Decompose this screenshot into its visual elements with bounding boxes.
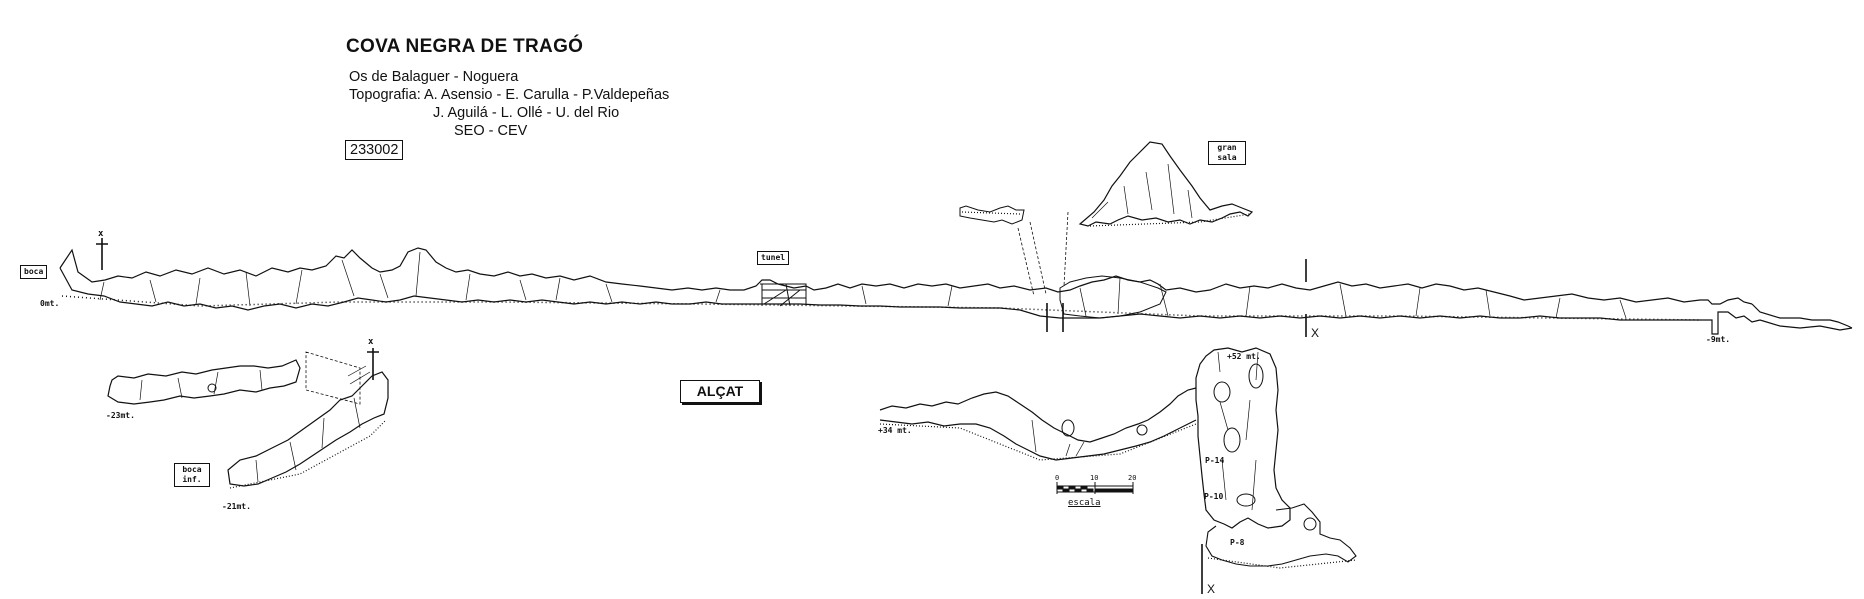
depth-label-minus21: -21mt. — [222, 502, 251, 511]
lower-entrance-label-line1: boca — [182, 465, 202, 474]
scale-tick-0: 0 — [1055, 474, 1060, 482]
catalog-code: 233002 — [345, 140, 404, 160]
upper-side-branch — [960, 206, 1024, 224]
main-passage-floor — [60, 268, 1760, 334]
lower-left-inclined-passage — [228, 372, 388, 486]
scale-bar — [1056, 482, 1134, 494]
shaft-label-p14: P-14 — [1205, 456, 1225, 465]
topography-credits-1: Topografia: A. Asensio - E. Carulla - P.… — [349, 87, 670, 103]
scale-tick-10: 10 — [1090, 474, 1099, 482]
lower-entrance-label-line2: inf. — [182, 475, 202, 484]
x-marker-main: X — [1311, 326, 1320, 340]
lower-entrance-label: boca inf. — [174, 463, 210, 487]
passage-tail — [1752, 304, 1852, 328]
shaft-label-p8: P-8 — [1230, 538, 1245, 547]
entrance-x-marker — [96, 238, 108, 270]
location-text: Os de Balaguer - Noguera — [349, 69, 519, 85]
shaft-label-p10: P-10 — [1204, 492, 1224, 501]
entrance-label: boca — [20, 265, 48, 279]
hump-section — [1060, 276, 1166, 318]
gran-sala-label-line2: sala — [1217, 153, 1237, 162]
main-passage-ceiling — [60, 248, 1752, 304]
topography-credits-2: J. Aguilá - L. Ollé - U. del Rio — [433, 105, 620, 121]
main-passage-sediment — [62, 296, 1700, 320]
upper-branch-connector — [1018, 212, 1068, 296]
vertical-shaft-system — [1196, 348, 1290, 528]
depth-label-minus9: -9mt. — [1706, 335, 1731, 344]
depth-label-minus23: -23mt. — [106, 411, 135, 420]
gran-sala-label-line1: gran — [1217, 143, 1237, 152]
section-marker-lines — [1047, 259, 1306, 337]
survey-title: COVA NEGRA DE TRAGÓ — [346, 36, 584, 57]
x-marker-lower-left: x — [368, 337, 374, 347]
gran-sala-label: gran sala — [1208, 141, 1246, 165]
lower-right-passage — [880, 388, 1196, 442]
gran-sala-chamber — [1080, 142, 1252, 226]
tunel-label: tunel — [757, 251, 790, 265]
depth-label-zero: 0mt. — [40, 299, 60, 308]
tunel-structure — [760, 284, 806, 306]
depth-label-plus52: +52 mt. — [1227, 352, 1261, 361]
scale-caption: escala — [1068, 498, 1101, 508]
depth-label-plus34: +34 mt. — [878, 426, 912, 435]
section-title: ALÇAT — [680, 380, 760, 403]
scale-tick-20: 20 — [1128, 474, 1137, 482]
topography-credits-3: SEO - CEV — [454, 123, 528, 139]
lower-left-chamber-upper — [108, 360, 300, 404]
lower-left-connector — [306, 352, 360, 404]
x-marker-shaft: X — [1207, 582, 1216, 596]
x-marker-entrance: x — [98, 229, 104, 239]
